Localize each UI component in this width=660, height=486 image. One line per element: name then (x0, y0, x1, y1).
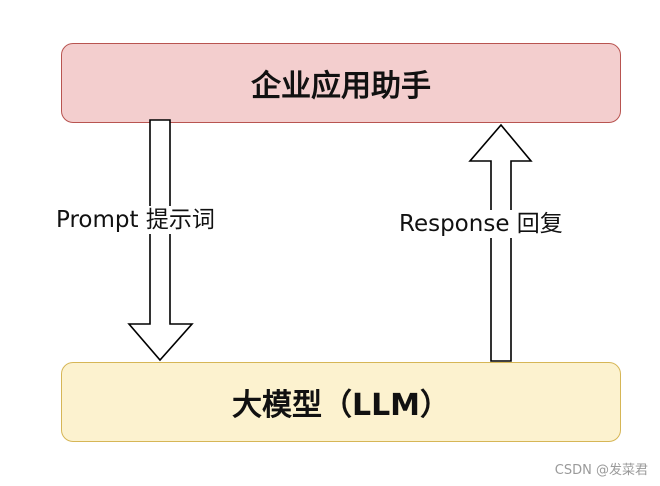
watermark: CSDN @发菜君 (554, 463, 648, 478)
llm-label: 大模型（LLM） (231, 388, 451, 423)
response-label: Response 回复 (397, 210, 565, 238)
prompt-arrow-down (127, 119, 194, 362)
llm-box: 大模型（LLM） (61, 362, 621, 442)
response-arrow-up (468, 123, 533, 362)
prompt-label: Prompt 提示词 (54, 206, 217, 234)
enterprise-assistant-box: 企业应用助手 (61, 43, 621, 123)
enterprise-assistant-label: 企业应用助手 (251, 69, 431, 104)
